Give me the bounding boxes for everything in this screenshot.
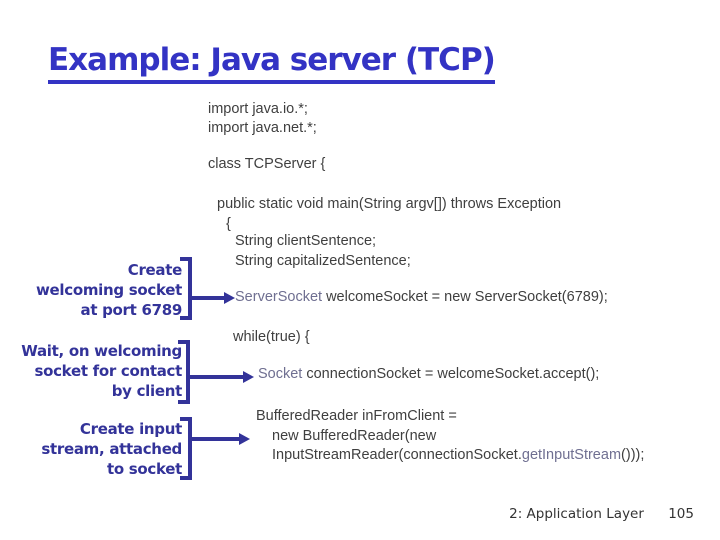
- reader3-pre: InputStreamReader(connectionSocket.: [272, 447, 522, 463]
- arrow-right-icon: [239, 433, 250, 445]
- code-line-reader3: InputStreamReader(connectionSocket.getIn…: [272, 447, 644, 463]
- code-line-open-brace: {: [226, 216, 231, 232]
- annotation-line: socket for contact: [34, 362, 182, 380]
- accept-rest: connectionSocket = welcomeSocket.accept(…: [302, 366, 600, 382]
- annotation-line: to socket: [106, 460, 182, 478]
- bracket-icon: [180, 257, 192, 320]
- code-line-decl-capitalized: String capitalizedSentence;: [235, 253, 411, 269]
- annotation-create-input-stream: Create input stream, attached to socket: [12, 419, 182, 479]
- arrow-line: [191, 437, 240, 441]
- footer-section-label: 2: Application Layer: [509, 506, 644, 522]
- code-line-class-decl: class TCPServer {: [208, 156, 326, 172]
- annotation-wait-for-contact: Wait, on welcoming socket for contact by…: [12, 341, 182, 401]
- code-line-reader2: new BufferedReader(new: [272, 428, 437, 444]
- annotation-line: welcoming socket: [35, 281, 182, 299]
- annotation-line: stream, attached: [41, 440, 182, 458]
- socket-type-token: Socket: [258, 366, 303, 382]
- code-line-reader1: BufferedReader inFromClient =: [256, 408, 457, 424]
- annotation-line: Wait, on welcoming: [21, 342, 182, 360]
- page-title: Example: Java server (TCP): [48, 42, 496, 84]
- arrow-right-icon: [224, 292, 235, 304]
- bracket-icon: [178, 340, 190, 404]
- code-line-serversocket: ServerSocket welcomeSocket = new ServerS…: [235, 289, 608, 305]
- annotation-create-welcoming-socket: Create welcoming socket at port 6789: [12, 260, 182, 320]
- arrow-line: [191, 296, 225, 300]
- footer-page-number: 105: [668, 506, 694, 522]
- annotation-line: at port 6789: [80, 301, 183, 319]
- getinputstream-token: getInputStream: [521, 447, 622, 463]
- code-line-while: while(true) {: [233, 329, 310, 345]
- reader3-post: ()));: [621, 447, 645, 463]
- annotation-line: Create: [127, 261, 183, 279]
- code-line-accept: Socket connectionSocket = welcomeSocket.…: [258, 366, 599, 382]
- serversocket-type-token: ServerSocket: [235, 289, 323, 305]
- arrow-right-icon: [243, 371, 254, 383]
- code-line-main-decl: public static void main(String argv[]) t…: [217, 196, 562, 212]
- code-line-import-net: import java.net.*;: [208, 120, 317, 136]
- annotation-line: by client: [111, 382, 183, 400]
- annotation-line: Create input: [79, 420, 182, 438]
- code-line-decl-client: String clientSentence;: [235, 233, 377, 249]
- arrow-line: [189, 375, 244, 379]
- page-title-text: Example: Java server (TCP): [48, 42, 496, 84]
- code-line-import-io: import java.io.*;: [208, 101, 308, 117]
- serversocket-rest: welcomeSocket = new ServerSocket(6789);: [322, 289, 608, 305]
- bracket-icon: [180, 417, 192, 480]
- slide-footer: 2: Application Layer 105: [0, 506, 694, 522]
